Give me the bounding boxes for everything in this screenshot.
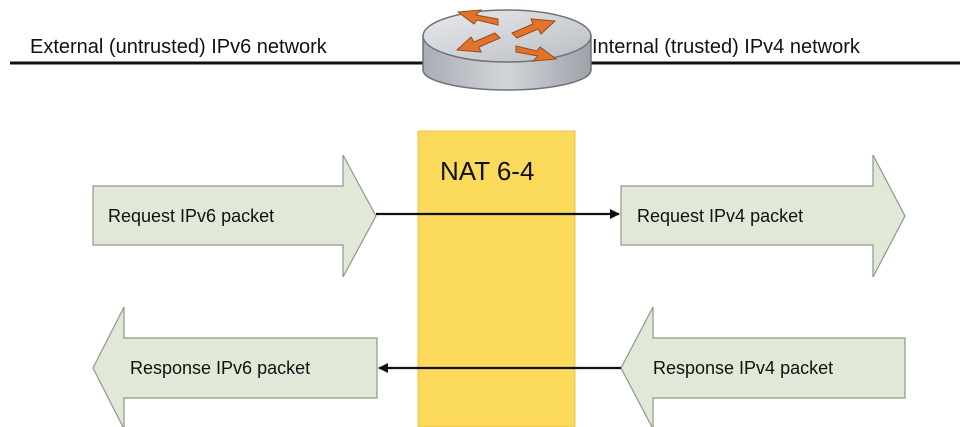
nat-box [417, 130, 576, 427]
request-ipv6-label: Request IPv6 packet [108, 206, 274, 226]
response-ipv6-label: Response IPv6 packet [130, 358, 310, 378]
router-icon [422, 9, 592, 91]
response-ipv4-label: Response IPv4 packet [653, 358, 833, 378]
request-ipv4-arrow [620, 154, 906, 278]
nat-label: NAT 6-4 [440, 156, 534, 186]
response-ipv4-arrow [620, 306, 906, 427]
request-ipv4-label: Request IPv4 packet [637, 206, 803, 226]
response-ipv6-arrow [92, 306, 378, 427]
internal-network-label: Internal (trusted) IPv4 network [592, 36, 861, 58]
external-network-label: External (untrusted) IPv6 network [30, 36, 328, 58]
request-ipv6-arrow [92, 154, 377, 278]
